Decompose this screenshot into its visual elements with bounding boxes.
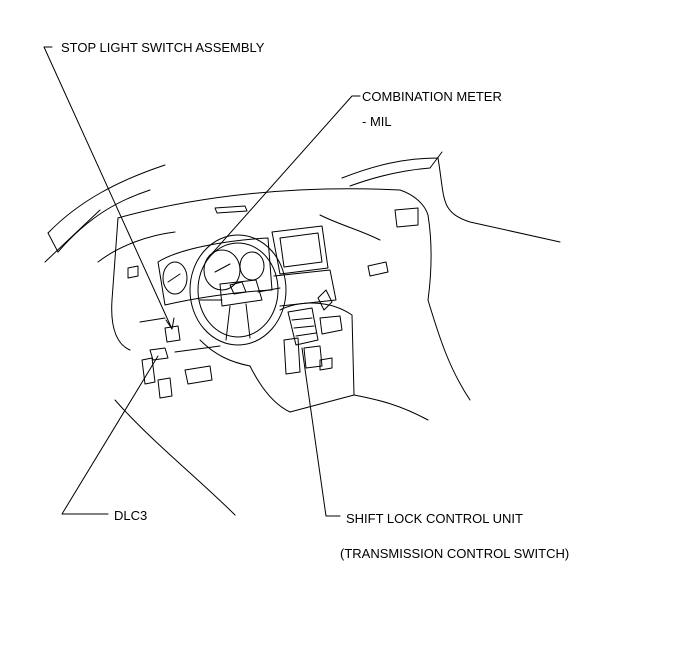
leader-lines: [43, 46, 361, 517]
combination-meter-label: COMBINATION METER: [362, 89, 502, 104]
stop-light-switch-label: STOP LIGHT SWITCH ASSEMBLY: [61, 40, 265, 55]
dlc3-label: DLC3: [114, 508, 148, 523]
mil-label: - MIL: [362, 114, 392, 129]
combination-meter-cluster: [157, 237, 273, 306]
dashboard-top: [97, 188, 432, 301]
combination-meter-leader: [207, 95, 361, 259]
shift-lock-label: SHIFT LOCK CONTROL UNIT: [346, 511, 523, 526]
stop-light-leader: [43, 46, 173, 330]
shift-lock-leader: [301, 347, 341, 517]
steering-wheel: [189, 234, 287, 346]
lower-dashboard: [111, 299, 471, 516]
dlc3-leader: [61, 355, 159, 515]
transmission-switch-label: (TRANSMISSION CONTROL SWITCH): [340, 546, 570, 561]
stop-light-leader-arrow: [165, 317, 175, 330]
windshield-outline: [44, 151, 561, 263]
center-stack: [271, 225, 355, 396]
